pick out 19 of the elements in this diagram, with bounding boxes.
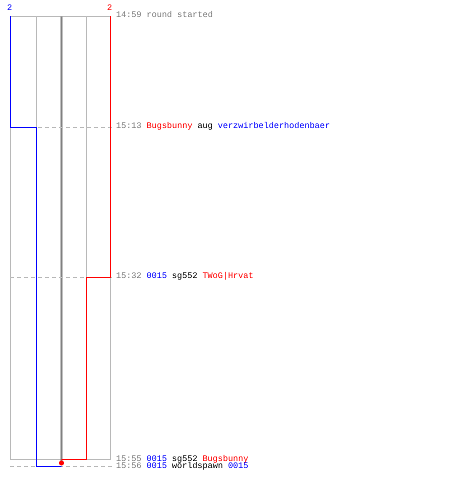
player-name: TWoG|Hrvat xyxy=(202,272,254,281)
weapon-name: sg552 xyxy=(172,272,198,281)
player-name: 0015 xyxy=(228,462,248,471)
timestamp: 15:55 xyxy=(116,455,142,464)
timestamp: 15:56 xyxy=(116,462,142,471)
team-count: 2 xyxy=(107,3,112,13)
player-name: Bugsbunny xyxy=(146,122,192,131)
team-count: 2 xyxy=(7,3,12,13)
player-name: Bugsbunny xyxy=(202,455,248,464)
event-text: round started xyxy=(146,11,213,20)
player-name: verzwirbelderhodenbaer xyxy=(218,122,330,131)
weapon-name: sg552 xyxy=(172,455,198,464)
player-name: 0015 xyxy=(146,462,167,471)
weapon-name: worldspawn xyxy=(172,462,223,471)
timestamp: 15:32 xyxy=(116,272,142,281)
timestamp: 15:13 xyxy=(116,122,142,131)
player-name: 0015 xyxy=(146,272,167,281)
timestamp: 14:59 xyxy=(116,11,142,20)
weapon-name: aug xyxy=(197,122,213,131)
